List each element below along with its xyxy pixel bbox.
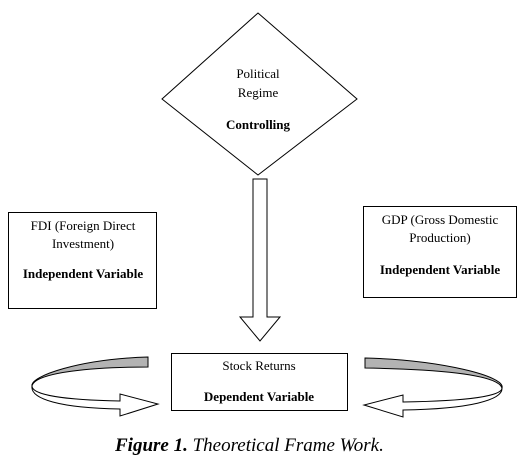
left-arrow-band: [31, 356, 149, 387]
stock-line1: Stock Returns: [222, 358, 295, 373]
stock-returns-node: Stock Returns Dependent Variable: [171, 353, 348, 411]
stock-box: [171, 353, 348, 411]
gdp-node: GDP (Gross Domestic Production) Independ…: [363, 206, 517, 298]
down-arrow: [238, 178, 282, 342]
fdi-node: FDI (Foreign Direct Investment) Independ…: [8, 212, 157, 309]
diamond-shape: [161, 12, 358, 176]
fdi-box: [8, 212, 157, 309]
stock-role: Dependent Variable: [204, 389, 314, 404]
fdi-role: Independent Variable: [23, 266, 144, 281]
right-arrow-band: [364, 357, 503, 390]
diamond-line2: Regime: [238, 85, 279, 100]
down-arrow-shape: [238, 178, 282, 342]
political-regime-node: Political Regime Controlling: [161, 12, 358, 176]
diamond-role: Controlling: [226, 117, 291, 132]
right-curved-arrow: [362, 357, 503, 418]
gdp-box: [363, 206, 517, 298]
right-arrow-body: [362, 387, 503, 418]
figure-caption: Figure 1. Theoretical Frame Work.: [114, 435, 384, 456]
fdi-line1: FDI (Foreign Direct: [31, 218, 136, 233]
left-curved-arrow: [31, 356, 160, 417]
caption-text: Theoretical Frame Work.: [188, 435, 384, 456]
caption-label: Figure 1.: [114, 435, 188, 456]
diamond-line1: Political: [236, 66, 280, 81]
left-arrow-body: [31, 385, 160, 417]
gdp-role: Independent Variable: [380, 262, 501, 277]
gdp-line2: Production): [409, 230, 470, 245]
fdi-line2: Investment): [52, 236, 114, 251]
gdp-line1: GDP (Gross Domestic: [382, 212, 499, 227]
